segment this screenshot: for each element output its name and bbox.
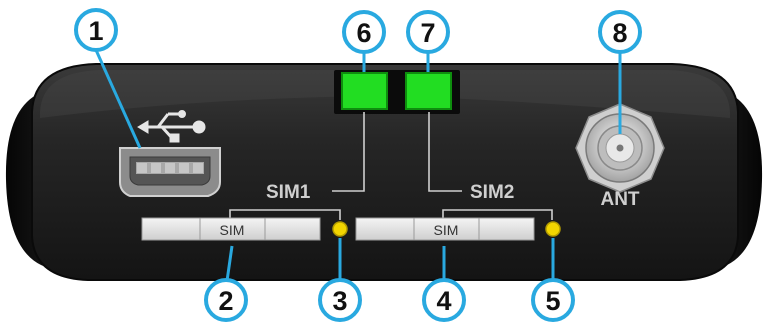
sim2-bracket xyxy=(442,209,553,220)
sim1-status-led xyxy=(341,72,388,110)
callout-badge-4: 4 xyxy=(422,278,466,322)
callout-badge-5: 5 xyxy=(531,278,575,322)
sim-slot-1-label: SIM xyxy=(220,222,245,238)
callout-number-3: 3 xyxy=(332,286,347,316)
antenna-label: ANT xyxy=(600,189,639,210)
callout-badge-1: 1 xyxy=(74,8,118,52)
sim2-leader-line xyxy=(428,112,462,192)
callout-badge-8: 8 xyxy=(598,10,642,54)
callout-number-6: 6 xyxy=(356,18,371,48)
sim-slot-1[interactable]: SIM xyxy=(141,217,321,241)
callout-number-4: 4 xyxy=(436,286,451,316)
sim1-activity-led xyxy=(332,221,348,237)
sim-slot-2[interactable]: SIM xyxy=(355,217,535,241)
callout-badge-3: 3 xyxy=(318,278,362,322)
sim2-label: SIM2 xyxy=(470,182,514,203)
sim2-status-led xyxy=(405,72,452,110)
callout-badge-2: 2 xyxy=(204,278,248,322)
callout-number-1: 1 xyxy=(88,16,103,46)
sma-antenna-connector-icon xyxy=(575,103,665,193)
callout-number-8: 8 xyxy=(612,18,627,48)
callout-badge-6: 6 xyxy=(342,10,386,54)
callout-number-5: 5 xyxy=(545,286,560,316)
sim2-activity-led xyxy=(545,221,561,237)
callout-badge-7: 7 xyxy=(406,10,450,54)
sim1-label: SIM1 xyxy=(266,182,311,203)
sim1-leader-line xyxy=(332,112,365,192)
sim1-bracket xyxy=(229,209,341,220)
callout-line-1 xyxy=(94,49,142,149)
usb-icon xyxy=(137,110,206,143)
sim-slot-2-label: SIM xyxy=(434,222,459,238)
callout-number-2: 2 xyxy=(218,286,233,316)
mini-usb-port-icon xyxy=(119,147,221,197)
callout-number-7: 7 xyxy=(420,18,435,48)
